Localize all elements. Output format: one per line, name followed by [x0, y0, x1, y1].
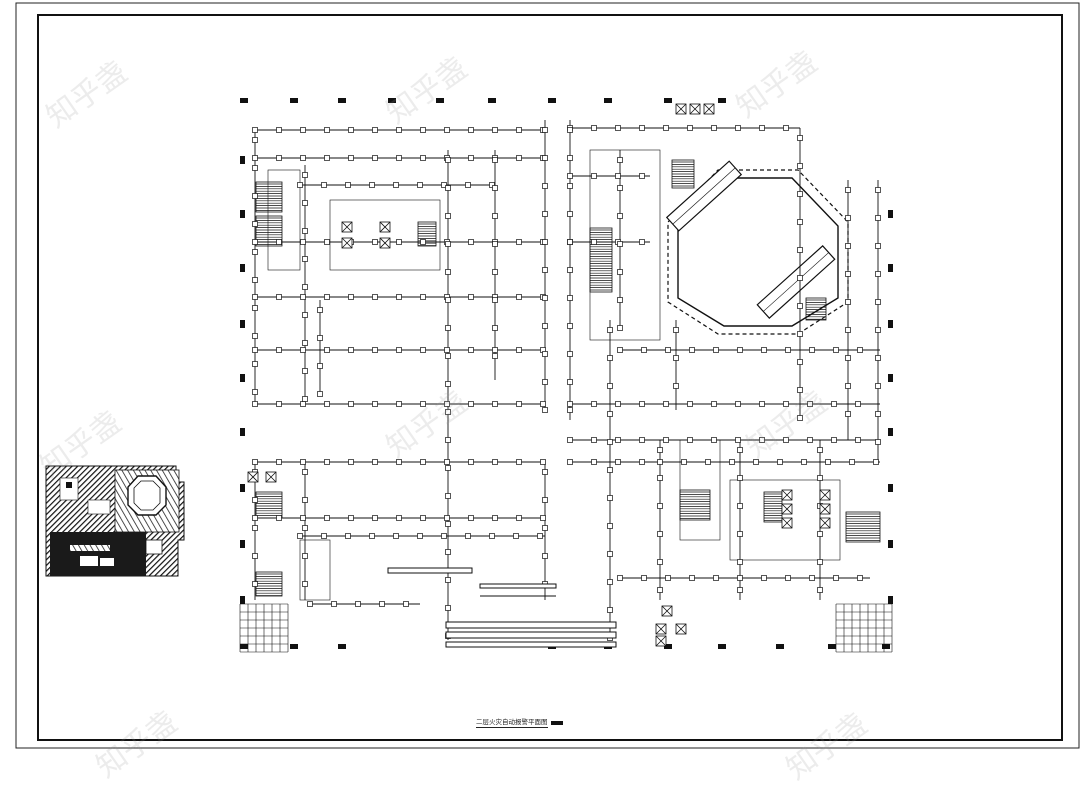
control-modules: [247, 103, 831, 647]
conveyor-shafts: [387, 567, 617, 648]
corner-grid-left: [239, 603, 289, 653]
inner-frame: [37, 14, 1063, 741]
corner-grid-right: [835, 603, 893, 653]
perimeter-markers: [240, 98, 893, 649]
main-floor-plan: [239, 98, 893, 653]
cad-drawing-sheet: 二层火灾自动报警平面图 知乎盏 知乎盏 知乎盏 知乎盏 知乎盏 知乎盏 知乎盏 …: [15, 2, 1080, 787]
outer-border: [15, 2, 1080, 749]
smoke-detectors: [252, 125, 881, 641]
floor-plan-canvas: [15, 2, 1080, 749]
drawing-title-block: 二层火灾自动报警平面图: [476, 716, 563, 730]
octagon-atrium: [665, 160, 849, 335]
key-plan: [45, 465, 185, 577]
title-scale-bar: [550, 721, 563, 725]
drawing-title: 二层火灾自动报警平面图: [476, 718, 548, 728]
